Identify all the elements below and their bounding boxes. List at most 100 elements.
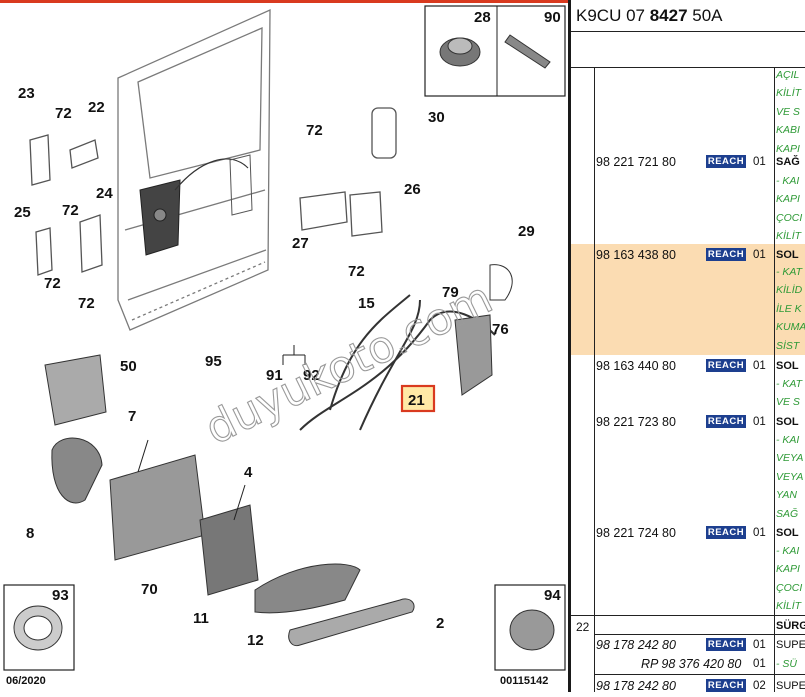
ref-prefix: K9CU 07 xyxy=(576,6,650,25)
col-line xyxy=(594,67,595,692)
note-line: KİLİT xyxy=(776,230,802,243)
note-line: KAPI xyxy=(776,142,800,155)
note-line: SİST xyxy=(776,339,800,352)
note-line: KAPI xyxy=(776,563,800,576)
inner-handle-8 xyxy=(51,437,103,504)
note-line: ÇOCI xyxy=(776,211,803,224)
callout-94: 94 xyxy=(544,587,561,604)
divider xyxy=(594,674,805,675)
col-line xyxy=(774,67,775,692)
row-notes: - KAT VE S xyxy=(776,375,802,412)
callout-21: 21 xyxy=(408,392,425,409)
top-notes: AÇIL KİLİT VE S KABI KAPI xyxy=(776,66,801,158)
callout-25: 25 xyxy=(14,204,31,221)
note-line: ÇOCI xyxy=(776,581,803,594)
reference-code: K9CU 07 8427 50A xyxy=(576,6,723,26)
callout-2: 2 xyxy=(436,615,444,632)
reach-badge: REACH xyxy=(706,638,746,651)
callout-72: 72 xyxy=(62,202,79,219)
quantity: 01 xyxy=(753,658,766,670)
part-number[interactable]: 98 178 242 80 xyxy=(596,638,676,652)
part-number[interactable]: 98 221 723 80 xyxy=(596,415,676,429)
group-number: 22 xyxy=(576,620,590,634)
callout-labels: 28 90 23 72 22 72 72 30 26 27 72 25 24 7… xyxy=(14,9,561,649)
handle-support-4 xyxy=(199,504,259,596)
note-line: YAN xyxy=(776,489,798,502)
part-number[interactable]: 98 178 242 80 xyxy=(596,679,676,692)
part-number[interactable]: 98 221 724 80 xyxy=(596,526,676,540)
quantity: 02 xyxy=(753,680,766,692)
quantity: 01 xyxy=(753,527,766,539)
door-lock-inner xyxy=(139,179,181,256)
ref-suffix: 50A xyxy=(687,6,723,25)
sliding-door-outline xyxy=(117,8,271,331)
note-line: KABI xyxy=(776,124,800,137)
row-notes: - KAI KAPI ÇOCI KİLİT xyxy=(776,172,802,246)
outer-handle-2 xyxy=(288,598,415,647)
callout-70: 70 xyxy=(141,581,158,598)
description: SOL xyxy=(776,249,799,261)
reach-badge: REACH xyxy=(706,359,746,372)
inset-box-93 xyxy=(3,584,75,671)
quantity: 01 xyxy=(753,249,766,261)
callout-72: 72 xyxy=(78,295,95,312)
callout-22: 22 xyxy=(88,99,105,116)
diagram-top-bar xyxy=(0,0,568,3)
callout-11: 11 xyxy=(193,610,209,627)
note-line: KİLİT xyxy=(776,600,802,613)
callout-95: 95 xyxy=(205,353,222,370)
watermark: duyukoto.com xyxy=(197,272,500,455)
inner-latch xyxy=(229,154,253,216)
quantity: 01 xyxy=(753,156,766,168)
part-number[interactable]: 98 163 438 80 xyxy=(596,248,676,262)
callout-4: 4 xyxy=(244,464,253,481)
reach-badge: REACH xyxy=(706,248,746,261)
note-line: KİLİD xyxy=(776,284,803,297)
exploded-view-drawing: 28 90 23 72 22 72 72 30 26 27 72 25 24 7… xyxy=(3,5,566,687)
quantity: 01 xyxy=(753,639,766,651)
callout-50: 50 xyxy=(120,358,137,375)
bracket-50 xyxy=(44,354,107,426)
lock-unit-7 xyxy=(109,454,206,561)
note-line: AÇIL xyxy=(776,69,800,81)
description: SUPE xyxy=(776,639,805,651)
callout-29: 29 xyxy=(518,223,535,240)
callout-72: 72 xyxy=(348,263,365,280)
description: SOL xyxy=(776,416,799,428)
callout-7: 7 xyxy=(128,408,136,425)
note-line: KAPI xyxy=(776,193,800,206)
note-line: - KAI xyxy=(776,545,800,557)
note-line: - KAT xyxy=(776,266,803,278)
callout-76: 76 xyxy=(492,321,509,338)
outer-handle-11 xyxy=(254,563,361,614)
part-number[interactable]: 98 221 721 80 xyxy=(596,155,676,169)
callout-27: 27 xyxy=(292,235,309,252)
group-description: SÜRG xyxy=(776,620,805,632)
callout-24: 24 xyxy=(96,185,113,202)
callout-91: 91 xyxy=(266,367,283,384)
part-number[interactable]: 98 163 440 80 xyxy=(596,359,676,373)
description: SAĞ xyxy=(776,156,800,168)
inset-box-94 xyxy=(494,584,566,671)
note-line: VE S xyxy=(776,105,800,118)
inset-box-28-90 xyxy=(424,5,566,97)
note-line: KİLİT xyxy=(776,87,802,100)
note-line: VEYA xyxy=(776,452,804,465)
lock-body xyxy=(454,264,513,396)
parts-list-panel: K9CU 07 8427 50A AÇIL KİLİT VE S KABI KA… xyxy=(571,0,805,692)
note-line: - KAI xyxy=(776,434,800,446)
divider xyxy=(571,31,805,32)
date-code: 06/2020 xyxy=(6,675,46,687)
callout-21-frame xyxy=(400,384,436,413)
part-number[interactable]: RP 98 376 420 80 xyxy=(641,657,742,671)
note-line: KUMA xyxy=(776,321,805,334)
callout-72: 72 xyxy=(306,122,323,139)
callout-30: 30 xyxy=(428,109,445,126)
callout-28: 28 xyxy=(474,9,491,26)
callout-72: 72 xyxy=(55,105,72,122)
description: SUPE xyxy=(776,680,805,692)
callout-93: 93 xyxy=(52,587,69,604)
divider xyxy=(571,615,805,616)
note-line: İLE K xyxy=(776,302,802,315)
inner-cable xyxy=(174,158,249,191)
